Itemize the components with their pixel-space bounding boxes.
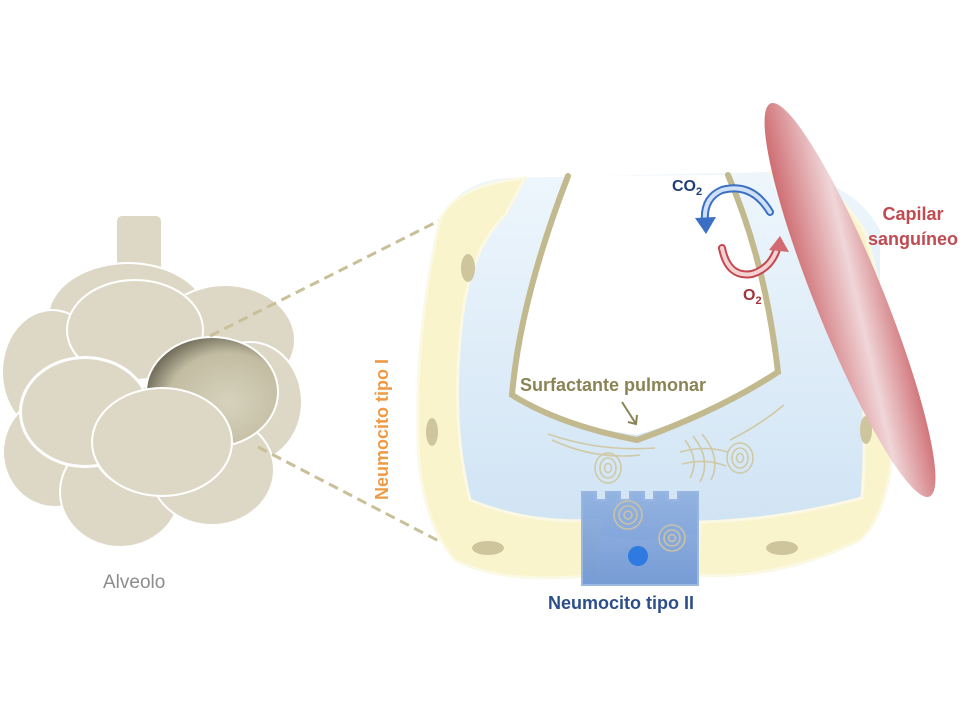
capilar-label-line2: sanguíneo xyxy=(868,229,959,249)
co2-label: CO2 xyxy=(672,178,702,198)
o2-text: O xyxy=(743,287,756,304)
capilar-label: Capilar sanguíneo xyxy=(868,202,958,252)
co2-subscript: 2 xyxy=(696,186,703,199)
neumocito-tipo-2 xyxy=(581,491,699,586)
alveolar-sac xyxy=(1,214,303,548)
o2-subscript: 2 xyxy=(755,295,762,308)
alveolus-bubble xyxy=(91,387,233,497)
co2-text: CO xyxy=(672,178,696,195)
capilar-label-line1: Capilar xyxy=(882,204,944,224)
o2-label: O2 xyxy=(743,287,762,307)
cell-nucleus xyxy=(628,546,648,566)
capilar-vessel xyxy=(764,103,936,497)
surfactante-label: Surfactante pulmonar xyxy=(520,375,707,395)
co2-arrow xyxy=(695,184,774,234)
o2-arrow xyxy=(718,236,789,279)
surfactante-line xyxy=(508,172,782,444)
neumocito-tipo-1-label: Neumocito tipo I xyxy=(372,359,392,500)
air-space xyxy=(512,175,778,435)
neumocito-tipo-2-label: Neumocito tipo II xyxy=(548,593,694,613)
surfactante-arrow xyxy=(621,401,638,426)
surfactant-vesicles xyxy=(547,404,785,484)
alveolo-label: Alveolo xyxy=(103,572,166,593)
